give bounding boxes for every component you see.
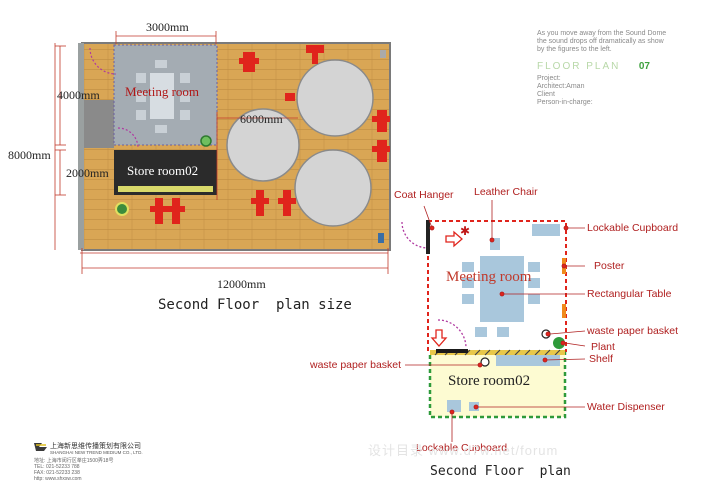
callout-water-dispenser: Water Dispenser xyxy=(587,401,665,413)
detail-plan-drawing: ✱ xyxy=(401,200,586,442)
dim-inner: 6000mm xyxy=(240,112,283,126)
size-plan-drawing xyxy=(54,31,391,274)
floor-plan-heading: FLOOR PLAN xyxy=(537,61,621,72)
shelf-shape xyxy=(496,355,560,366)
callout-lockable-cupboard-top: Lockable Cupboard xyxy=(587,222,679,234)
size-plan-caption: Second Floor plan size xyxy=(158,297,352,313)
entry-arrow-down xyxy=(430,329,448,347)
dim-left-lower: 2000mm xyxy=(66,166,109,180)
lockable-cupboard-bottom-shape xyxy=(447,400,461,412)
watermark: 设计目录 www.d7w.net/forum xyxy=(368,443,559,458)
company-fax: FAX: 021-52233 238 xyxy=(34,470,80,476)
dome-left xyxy=(226,108,300,182)
door-arc-lower xyxy=(437,319,467,349)
architect-label: Architect:Aman xyxy=(537,83,585,90)
company-web: http: www.shxsw.com xyxy=(34,476,82,482)
callout-waste-basket-right: waste paper basket xyxy=(587,325,679,337)
dome-bottom xyxy=(294,149,372,227)
callout-coat-hanger: Coat Hanger xyxy=(394,189,454,201)
size-plan: 3000mm 4000mm 2000mm 8000mm 12000mm 6000… xyxy=(0,0,400,320)
corridor xyxy=(84,100,114,148)
intro-line: by the figures to the left. xyxy=(537,46,612,53)
callout-plant: Plant xyxy=(591,341,615,353)
size-plan-store-label: Store room02 xyxy=(127,163,199,178)
company-name-cn: 上海新思维传播策划有限公司 xyxy=(50,443,141,450)
callout-rectangular-table: Rectangular Table xyxy=(587,288,672,300)
intro-line: the sound drops off dramatically as show xyxy=(537,38,664,45)
callout-leather-chair: Leather Chair xyxy=(474,186,538,198)
callout-poster: Poster xyxy=(594,260,625,272)
lockable-cupboard-top-shape xyxy=(532,224,560,236)
dim-left-upper: 4000mm xyxy=(57,88,100,102)
callout-waste-basket-left: waste paper basket xyxy=(310,359,402,371)
rectangular-table-shape xyxy=(480,256,524,322)
door-arc-left xyxy=(401,221,429,249)
company-logo-icon xyxy=(34,443,47,451)
info-panel: As you move away from the Sound Dome the… xyxy=(537,30,705,107)
meeting-table xyxy=(150,73,174,119)
dim-bottom-width: 12000mm xyxy=(217,277,266,291)
company-name-en: SHANGHAI NEW TREND MEDIUM CO., LTD. xyxy=(50,450,143,455)
dim-overall-height: 8000mm xyxy=(8,148,51,162)
project-label: Project: xyxy=(537,75,561,82)
intro-line: As you move away from the Sound Dome xyxy=(537,30,667,37)
callout-lockable-cupboard-bottom: Lockable Cupboard xyxy=(416,442,508,454)
detail-meeting-label: Meeting room xyxy=(446,269,532,285)
dim-top-width: 3000mm xyxy=(146,20,189,34)
detail-store-label: Store room02 xyxy=(448,373,531,389)
callout-shelf: Shelf xyxy=(589,353,613,365)
detail-plan: ✱ xyxy=(310,180,709,501)
detail-plan-caption: Second Floor plan xyxy=(430,464,571,479)
dome-top xyxy=(296,59,374,137)
size-plan-meeting-label: Meeting room xyxy=(125,84,200,99)
person-label: Person-in-charge: xyxy=(537,99,593,106)
company-tel: TEL: 021-52233 788 xyxy=(34,464,80,470)
floor-plan-number: 07 xyxy=(638,61,650,72)
client-label: Client xyxy=(537,91,555,98)
entry-arrow-right xyxy=(445,230,463,248)
svg-text:✱: ✱ xyxy=(460,224,470,238)
company-address: 地址: 上海市闵行区莘庄1500弄18号 xyxy=(34,458,114,464)
